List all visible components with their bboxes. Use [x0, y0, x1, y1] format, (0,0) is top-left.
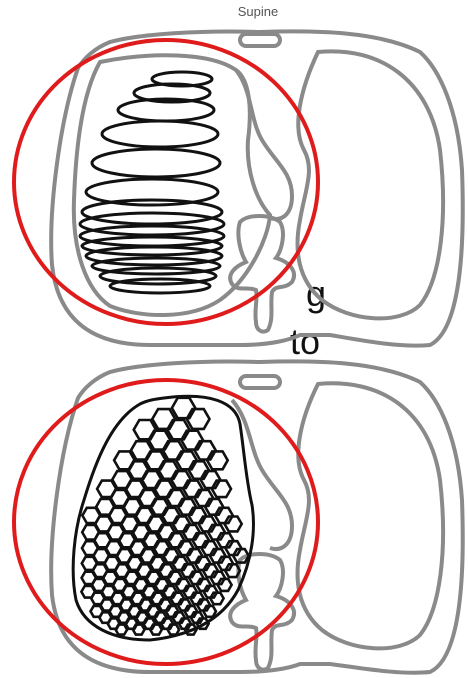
- bottom-panel: [14, 361, 463, 672]
- hex-cell: [149, 431, 171, 450]
- highlight-circle-top: [14, 40, 318, 324]
- lung-left-side-outline-top: [74, 55, 270, 315]
- hex-cell: [152, 409, 175, 429]
- top-panel: [14, 31, 463, 345]
- hex-cell: [134, 420, 156, 439]
- hexagonal-cells-group: [81, 398, 248, 635]
- stacked-ellipses-group: [80, 72, 224, 293]
- thorax-outline-top: [51, 31, 463, 345]
- ellipse-layer: [110, 279, 210, 293]
- ellipse-layer: [102, 121, 218, 147]
- sternum-bottom: [240, 376, 280, 388]
- ellipse-layer: [92, 149, 220, 177]
- sternum-top: [240, 34, 280, 46]
